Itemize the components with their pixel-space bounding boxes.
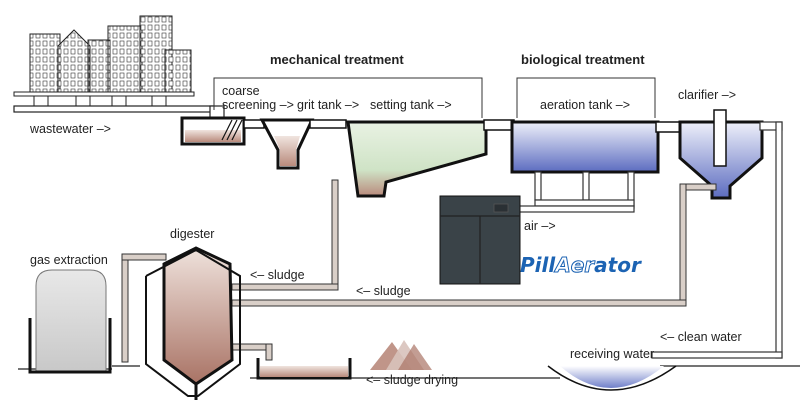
digester: [145, 246, 241, 400]
receiving-water-label: receiving water: [570, 347, 654, 361]
gas-extraction-label: gas extraction: [30, 253, 108, 267]
setting-tank: [346, 120, 488, 198]
connector-pipe-3: [483, 119, 515, 131]
biological-treatment-heading: biological treatment: [521, 52, 645, 67]
connector-pipe-4: [655, 121, 681, 133]
clean-water-pipe: [651, 121, 783, 359]
svg-text:PillAerator: PillAerator: [520, 253, 642, 277]
sludge-upper-label: <– sludge: [250, 268, 305, 282]
city-buildings-icon: [13, 15, 195, 109]
sludge-drying-bed: [256, 358, 352, 380]
coarse-label: coarse: [222, 84, 260, 98]
grit-tank-label: grit tank –>: [297, 98, 359, 112]
blower-unit: [439, 195, 521, 285]
clean-water-label: <– clean water: [660, 330, 742, 344]
connector-pipe-2: [309, 119, 347, 129]
air-label: air –>: [524, 219, 556, 233]
setting-tank-label: setting tank –>: [370, 98, 452, 112]
gas-extraction-tank: [28, 269, 112, 374]
biological-bracket: [516, 77, 656, 118]
sludge-lower-label: <– sludge: [356, 284, 411, 298]
mechanical-bracket: [213, 77, 483, 118]
pillaerator-logo: PillAerator: [520, 253, 642, 278]
receiving-water: [547, 365, 677, 391]
grit-tank: [259, 118, 315, 170]
screening-label: screening –>: [222, 98, 294, 112]
clarifier-label: clarifier –>: [678, 88, 736, 102]
mechanical-treatment-heading: mechanical treatment: [270, 52, 404, 67]
coarse-screening-basin: [180, 116, 246, 146]
sludge-piles-icon: [370, 340, 432, 370]
digester-label: digester: [170, 227, 214, 241]
sludge-pipes: [121, 179, 717, 363]
sludge-drying-label: <– sludge drying: [366, 373, 458, 387]
clarifier: [678, 109, 764, 200]
air-pipes: [513, 171, 635, 213]
aeration-tank-label: aeration tank –>: [540, 98, 630, 112]
aeration-tank: [510, 120, 660, 174]
wastewater-label: wastewater –>: [29, 122, 111, 136]
